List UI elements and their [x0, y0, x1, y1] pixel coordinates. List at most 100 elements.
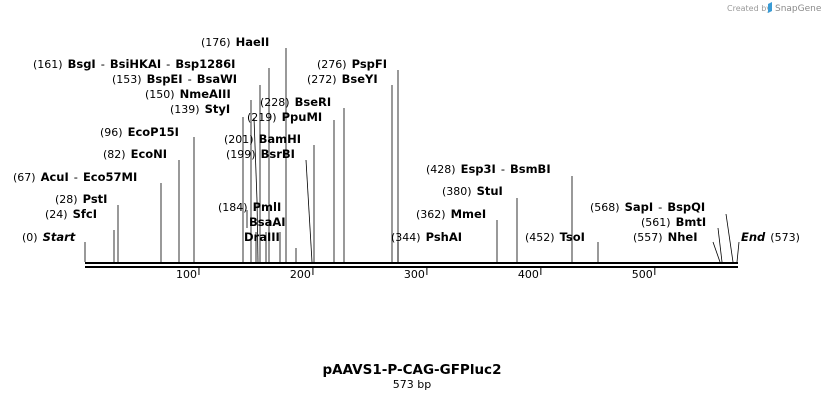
- site-label[interactable]: (28) PstI: [55, 192, 107, 206]
- site-label[interactable]: (184) PmlI: [218, 200, 281, 214]
- site-label[interactable]: DraIII: [244, 230, 280, 244]
- site-label[interactable]: (428)Esp3I-BsmBI: [426, 162, 551, 176]
- site-mark-bspei-upper: [253, 117, 258, 201]
- credit-prefix: Created by: [727, 4, 771, 13]
- site-position: (219): [247, 111, 277, 124]
- enzyme-name: Bsp1286I: [175, 57, 235, 71]
- site-position: (28): [55, 193, 78, 206]
- ruler-tick-label: 200: [290, 268, 311, 281]
- site-label[interactable]: (362) MmeI: [416, 207, 486, 221]
- site-position: (380): [442, 185, 472, 198]
- snapgene-logo-icon: [768, 2, 772, 13]
- enzyme-name: AcuI: [41, 170, 69, 184]
- site-label[interactable]: (276)PspFI: [317, 57, 387, 71]
- site-position: (153): [112, 73, 142, 86]
- site-label[interactable]: BsaAI: [249, 215, 286, 229]
- enzyme-name: EcoNI: [131, 147, 167, 161]
- site-label[interactable]: (452) TsoI: [525, 230, 585, 244]
- snapgene-credit[interactable]: Created by SnapGene: [727, 2, 822, 14]
- site-label[interactable]: (0)Start: [22, 230, 76, 244]
- enzyme-name: PpuMI: [282, 110, 323, 124]
- ruler-tick-label: 400: [518, 268, 539, 281]
- site-separator: -: [74, 170, 78, 184]
- enzyme-name: SfcI: [73, 207, 97, 221]
- enzyme-name: BsaWI: [197, 72, 237, 86]
- enzyme-name: StuI: [477, 184, 503, 198]
- site-label[interactable]: (201) BamHI: [224, 132, 301, 146]
- enzyme-name: BsrBI: [261, 147, 295, 161]
- enzyme-name: TsoI: [560, 230, 585, 244]
- enzyme-name: HaeII: [236, 35, 270, 49]
- enzyme-name: NmeAIII: [180, 87, 231, 101]
- enzyme-name: SapI: [625, 200, 654, 214]
- credit-brand: SnapGene: [775, 4, 822, 14]
- enzyme-name: PshAI: [426, 230, 462, 244]
- enzyme-name: End: [741, 230, 766, 244]
- site-position: (452): [525, 231, 555, 244]
- site-position: (184): [218, 201, 248, 214]
- enzyme-name: Start: [43, 230, 76, 244]
- site-label[interactable]: (228) BseRI: [260, 95, 331, 109]
- enzyme-name: PmlI: [253, 200, 282, 214]
- site-label[interactable]: (139)StyI: [170, 102, 230, 116]
- site-label[interactable]: (176) HaeII: [201, 35, 269, 49]
- site-position: (561): [641, 216, 671, 229]
- site-position: (161): [33, 58, 63, 71]
- site-label[interactable]: (96)EcoP15I: [100, 125, 179, 139]
- site-label[interactable]: (380) StuI: [442, 184, 503, 198]
- site-position: (199): [226, 148, 256, 161]
- site-label[interactable]: (561)BmtI: [641, 215, 706, 229]
- enzyme-name: EcoP15I: [128, 125, 179, 139]
- site-separator: -: [658, 200, 662, 214]
- site-label[interactable]: End (573): [741, 230, 800, 244]
- enzyme-name: Esp3I: [461, 162, 496, 176]
- site-label[interactable]: (153)BspEI-BsaWI: [112, 72, 237, 86]
- site-position: (573): [770, 231, 800, 244]
- site-position: (362): [416, 208, 446, 221]
- site-separator: -: [501, 162, 505, 176]
- enzyme-name: BspQI: [667, 200, 705, 214]
- site-label[interactable]: (272) BseYI: [307, 72, 378, 86]
- site-label[interactable]: (344)PshAI: [391, 230, 462, 244]
- map-title: pAAVS1-P-CAG-GFPluc2: [323, 362, 502, 378]
- site-mark-bspei-lower: [256, 199, 259, 263]
- site-position: (201): [224, 133, 254, 146]
- site-label[interactable]: (219) PpuMI: [247, 110, 322, 124]
- site-position: (272): [307, 73, 337, 86]
- site-label[interactable]: (557)NheI: [633, 230, 697, 244]
- enzyme-name: MmeI: [451, 207, 487, 221]
- site-label[interactable]: (199) BsrBI: [226, 147, 295, 161]
- enzyme-name: PstI: [83, 192, 108, 206]
- enzyme-name: BseRI: [295, 95, 332, 109]
- site-position: (67): [13, 171, 36, 184]
- site-label[interactable]: (82)EcoNI: [103, 147, 167, 161]
- enzyme-name: BsiHKAI: [110, 57, 161, 71]
- site-separator: -: [101, 57, 105, 71]
- site-label[interactable]: (150) NmeAIII: [145, 87, 231, 101]
- enzyme-name: PspFI: [352, 57, 387, 71]
- backbone-top-strand: [85, 262, 738, 264]
- site-position: (557): [633, 231, 663, 244]
- site-position: (568): [590, 201, 620, 214]
- site-labels: (176) HaeII(161)BsgI-BsiHKAI-Bsp1286I (276…: [13, 35, 800, 244]
- site-label[interactable]: (161)BsgI-BsiHKAI-Bsp1286I: [33, 57, 235, 71]
- site-label[interactable]: (568) SapI-BspQI: [590, 200, 705, 214]
- site-mark-bsrbi: [305, 159, 313, 263]
- site-position: (176): [201, 36, 231, 49]
- map-length: 573 bp: [393, 378, 431, 391]
- site-position: (139): [170, 103, 200, 116]
- site-mark-bmti: [717, 227, 723, 263]
- ruler-tick-label: 300: [404, 268, 425, 281]
- sequence-backbone: [85, 262, 738, 268]
- site-position: (228): [260, 96, 290, 109]
- enzyme-name: BsaAI: [249, 215, 286, 229]
- site-position: (150): [145, 88, 175, 101]
- enzyme-name: DraIII: [244, 230, 280, 244]
- enzyme-name: BseYI: [342, 72, 378, 86]
- site-label[interactable]: (24)SfcI: [45, 207, 97, 221]
- site-separator: -: [166, 57, 170, 71]
- enzyme-name: BamHI: [259, 132, 301, 146]
- site-label[interactable]: (67)AcuI-Eco57MI: [13, 170, 137, 184]
